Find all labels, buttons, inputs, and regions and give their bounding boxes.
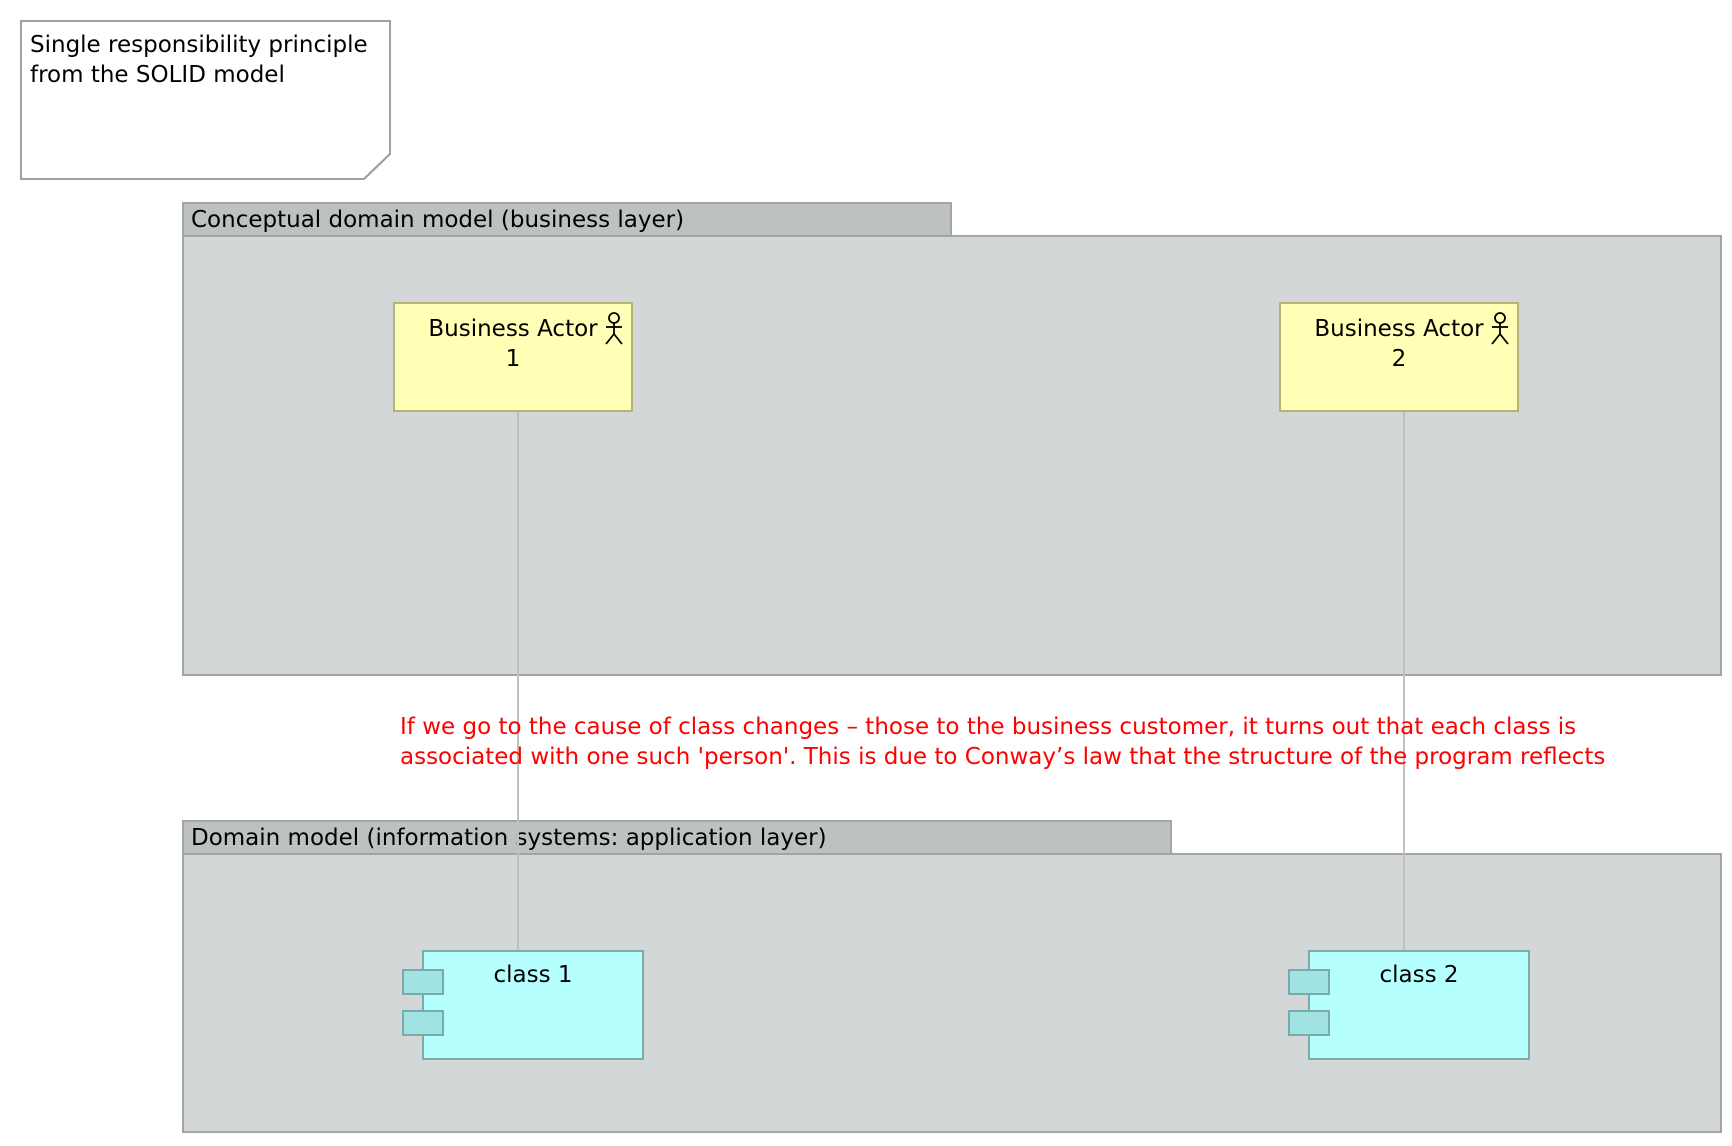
note-line-2: from the SOLID model — [30, 62, 285, 88]
component-icon — [1288, 1010, 1330, 1036]
actor-label-line-1: Business Actor — [1314, 316, 1484, 342]
actor-label-line-1: Business Actor — [428, 316, 598, 342]
component-label: class 1 — [493, 962, 573, 988]
business-actor-2[interactable]: Business Actor 2 — [1279, 302, 1519, 412]
group-title: Domain model (information systems: appli… — [182, 820, 1172, 855]
actor-label: Business Actor 2 — [1281, 314, 1517, 374]
note-text: Single responsibility principle from the … — [30, 30, 380, 90]
note[interactable]: Single responsibility principle from the … — [20, 20, 391, 180]
component-icon — [402, 969, 444, 995]
component-class-1[interactable]: class 1 — [422, 950, 644, 1060]
component-class-2[interactable]: class 2 — [1308, 950, 1530, 1060]
actor-stick-figure-icon — [605, 312, 623, 345]
annotation-line-2: associated with one such 'person'. This … — [400, 744, 1606, 770]
component-icon — [402, 1010, 444, 1036]
annotation-text: If we go to the cause of class changes –… — [400, 712, 1660, 772]
note-line-1: Single responsibility principle — [30, 32, 368, 58]
actor-label-line-2: 1 — [505, 346, 521, 372]
group-title: Conceptual domain model (business layer) — [182, 202, 952, 237]
actor-label-line-2: 2 — [1391, 346, 1407, 372]
component-icon — [1288, 969, 1330, 995]
business-actor-1[interactable]: Business Actor 1 — [393, 302, 633, 412]
actor-label: Business Actor 1 — [395, 314, 631, 374]
actor-stick-figure-icon — [1491, 312, 1509, 345]
note-shape — [20, 20, 391, 180]
component-label: class 2 — [1379, 962, 1459, 988]
annotation-line-1: If we go to the cause of class changes –… — [400, 714, 1577, 740]
